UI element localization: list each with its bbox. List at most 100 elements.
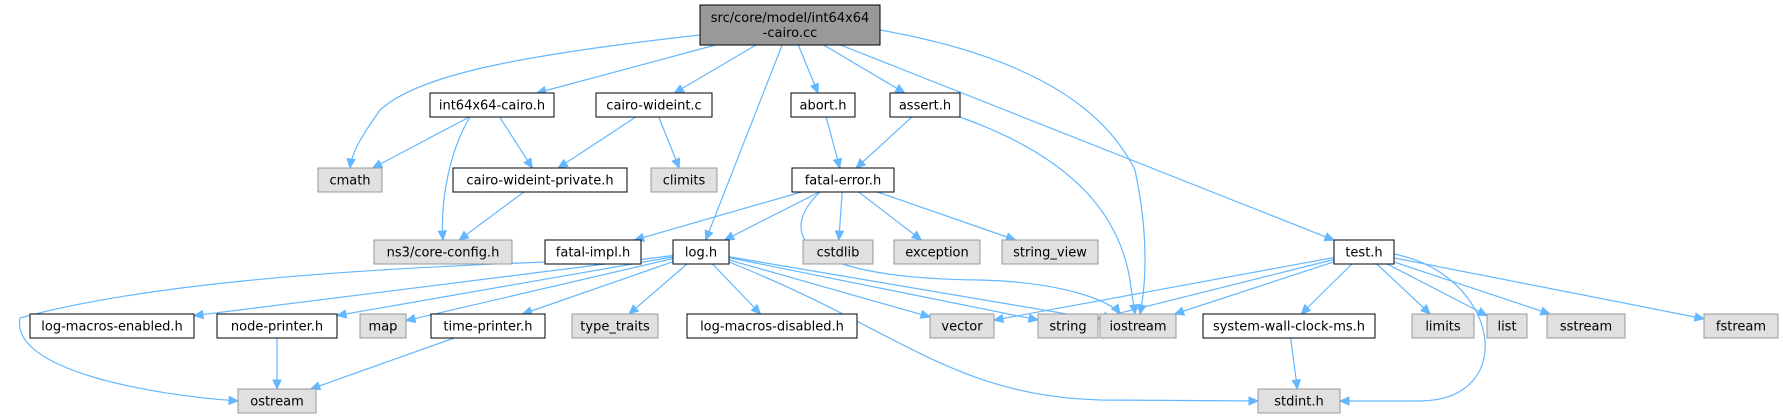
node-root[interactable]: src/core/model/int64x64-cairo.cc: [699, 4, 881, 46]
edge-root-to-test-h: [840, 44, 1336, 242]
edge-abort-h-to-fatal-error-h: [825, 116, 842, 170]
node-box: [1099, 313, 1177, 339]
edge-test-h-to-stdint-h: [1338, 253, 1486, 406]
node-box: [237, 388, 317, 414]
arrowhead: [346, 158, 356, 170]
node-climits: climits: [650, 167, 718, 193]
edge-root-to-iostream: [879, 29, 1147, 316]
node-label: sstream: [1560, 320, 1612, 335]
edge-line: [458, 191, 525, 241]
node-log-macros-disabled-h[interactable]: log-macros-disabled.h: [686, 313, 858, 339]
node-label: cmath: [329, 174, 370, 189]
arrowhead: [628, 304, 640, 315]
arrowhead: [1300, 303, 1312, 315]
arrowhead: [1476, 307, 1489, 317]
node-label: node-printer.h: [231, 320, 323, 335]
node-box: [1037, 313, 1099, 339]
edge-root-to-log-h: [704, 44, 783, 242]
node-box: [1333, 239, 1395, 265]
node-box: [1411, 313, 1475, 339]
edge-fatal-error-h-to-string-view: [877, 191, 1017, 242]
node-label: cairo-wideint.c: [606, 99, 701, 114]
node-fatal-error-h[interactable]: fatal-error.h: [791, 167, 895, 193]
node-cairo-wideint-private-h[interactable]: cairo-wideint-private.h: [452, 167, 628, 193]
node-test-h[interactable]: test.h: [1333, 239, 1395, 265]
node-box: [373, 239, 513, 265]
edge-fatal-error-h-to-iostream: [800, 191, 1121, 316]
edge-line: [823, 44, 906, 94]
edge-line: [728, 261, 1259, 402]
node-time-printer-h[interactable]: time-printer.h: [430, 313, 546, 339]
node-box: [359, 313, 407, 339]
node-box: [1546, 313, 1626, 339]
node-label: test.h: [1345, 246, 1382, 261]
edge-cairo-wideint-c-to-climits: [658, 116, 681, 170]
edge-line: [877, 191, 1016, 241]
arrowhead: [671, 157, 681, 170]
node-label: cstdlib: [817, 246, 860, 261]
node-box: [216, 313, 338, 339]
edge-line: [959, 116, 1136, 315]
arrowhead: [704, 229, 714, 242]
node-label: fstream: [1716, 320, 1766, 335]
node-cairo-wideint-c[interactable]: cairo-wideint.c: [595, 92, 713, 118]
node-system-wall-clock-ms-h[interactable]: system-wall-clock-ms.h: [1202, 313, 1376, 339]
arrowhead: [1173, 306, 1186, 316]
node-box: [672, 239, 730, 265]
edge-line: [628, 263, 688, 315]
node-fatal-impl-h[interactable]: fatal-impl.h: [544, 239, 642, 265]
edge-line: [840, 44, 1335, 241]
edge-line: [1376, 263, 1431, 315]
node-log-h[interactable]: log.h: [672, 239, 730, 265]
node-label: list: [1497, 320, 1516, 335]
node-label: assert.h: [899, 99, 951, 114]
node-list: list: [1486, 313, 1528, 339]
arrowhead: [335, 309, 348, 319]
edge-test-h-to-system-wall-clock-ms-h: [1300, 263, 1353, 315]
edge-root-to-assert-h: [823, 44, 906, 94]
edge-root-to-abort-h: [797, 44, 819, 95]
edge-line: [728, 256, 1101, 321]
arrowhead: [723, 231, 736, 241]
node-label: string: [1049, 320, 1086, 335]
node-abort-h[interactable]: abort.h: [790, 92, 856, 118]
node-label: type_traits: [580, 320, 650, 335]
arrowhead: [437, 230, 448, 242]
arrowhead: [832, 157, 842, 170]
node-type-traits: type_traits: [571, 313, 659, 339]
node-ns3-core-config-h: ns3/core-config.h: [373, 239, 513, 265]
node-ostream: ostream: [237, 388, 317, 414]
edge-line: [1300, 263, 1353, 315]
node-assert-h[interactable]: assert.h: [889, 92, 961, 118]
node-box: [650, 167, 718, 193]
node-label: fatal-error.h: [805, 174, 882, 189]
node-label: string_view: [1013, 246, 1087, 261]
node-box: [1001, 239, 1099, 265]
arrowhead: [673, 84, 686, 94]
edge-line: [310, 337, 455, 390]
node-box: [791, 167, 895, 193]
arrowhead: [834, 230, 845, 242]
node-label: log.h: [685, 246, 717, 261]
arrowhead: [910, 230, 923, 241]
node-label: cairo-wideint-private.h: [466, 174, 613, 189]
node-int64x64-cairo-h[interactable]: int64x64-cairo.h: [429, 92, 555, 118]
node-node-printer-h[interactable]: node-printer.h: [216, 313, 338, 339]
edge-test-h-to-iostream: [1173, 261, 1335, 316]
edge-log-h-to-vector: [728, 259, 932, 319]
edge-time-printer-h-to-ostream: [309, 337, 455, 391]
node-log-macros-enabled-h[interactable]: log-macros-enabled.h: [29, 313, 195, 339]
node-vector: vector: [929, 313, 995, 339]
node-label: ostream: [250, 395, 304, 410]
arrowhead: [228, 395, 240, 406]
edge-fatal-error-h-to-log-h: [723, 191, 820, 241]
edge-fatal-impl-h-to-ostream: [19, 261, 546, 406]
edge-line: [1386, 263, 1488, 317]
edge-line: [372, 116, 470, 169]
node-box: [544, 239, 642, 265]
arrowhead: [458, 230, 470, 241]
edge-line: [712, 263, 761, 315]
edge-test-h-to-list: [1386, 263, 1489, 317]
edge-line: [193, 254, 674, 317]
node-box: [29, 313, 195, 339]
